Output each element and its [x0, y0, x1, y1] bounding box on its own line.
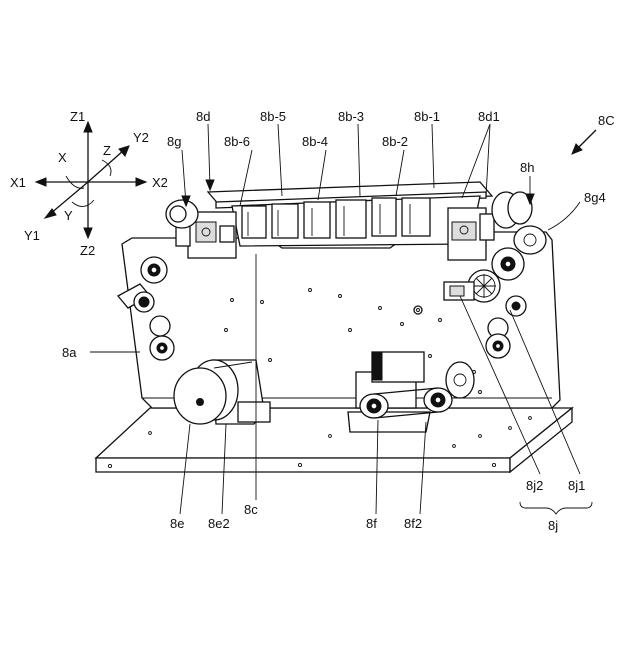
label-8j2: 8j2	[526, 478, 543, 493]
axis-label-x1: X1	[10, 175, 26, 190]
label-8b-4: 8b-4	[302, 134, 328, 149]
label-8c: 8c	[244, 502, 258, 517]
axis-label-y2: Y2	[133, 130, 149, 145]
label-8b-1: 8b-1	[414, 109, 440, 124]
coordinate-axes: Z1 Z2 Y2 Y1 X1 X2 X Y Z	[10, 109, 168, 258]
axis-label-z2: Z2	[80, 243, 95, 258]
label-8g: 8g	[167, 134, 181, 149]
axis-label-x: X	[58, 150, 67, 165]
axis-label-y: Y	[64, 208, 73, 223]
label-8b-3: 8b-3	[338, 109, 364, 124]
label-8d1: 8d1	[478, 109, 500, 124]
label-8e2: 8e2	[208, 516, 230, 531]
label-8d: 8d	[196, 109, 210, 124]
label-8g4: 8g4	[584, 190, 606, 205]
svg-text:8C: 8C	[598, 113, 615, 128]
figure-label: 8C	[572, 113, 615, 154]
label-8h: 8h	[520, 160, 534, 175]
axis-label-x2: X2	[152, 175, 168, 190]
axis-label-z: Z	[103, 143, 111, 158]
label-8e: 8e	[170, 516, 184, 531]
axis-label-y1: Y1	[24, 228, 40, 243]
label-8a: 8a	[62, 345, 77, 360]
base-plate	[96, 408, 572, 472]
label-8f2: 8f2	[404, 516, 422, 531]
label-8b-6: 8b-6	[224, 134, 250, 149]
label-8f: 8f	[366, 516, 377, 531]
label-8b-2: 8b-2	[382, 134, 408, 149]
label-8b-5: 8b-5	[260, 109, 286, 124]
axis-label-z1: Z1	[70, 109, 85, 124]
label-8j: 8j	[548, 518, 558, 533]
label-8j1: 8j1	[568, 478, 585, 493]
